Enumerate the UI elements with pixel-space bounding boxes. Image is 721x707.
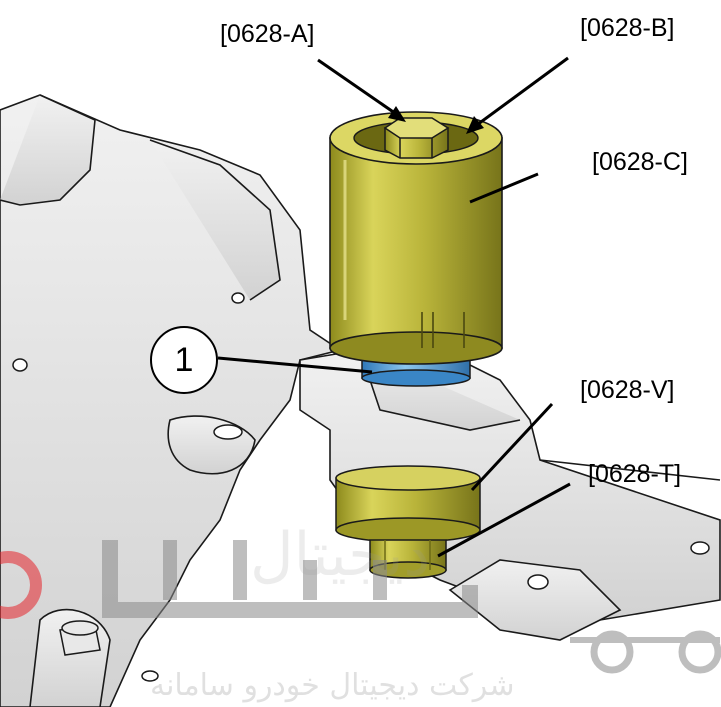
watermark-logo — [0, 540, 721, 674]
watermark-company-text: شرکت دیجیتال خودرو سامانه — [150, 668, 515, 703]
subframe-holes — [12, 292, 710, 682]
label-tool-c: [0628-C] — [592, 148, 688, 176]
label-tool-a: [0628-A] — [220, 20, 315, 48]
leader-arrowheads — [388, 106, 484, 134]
label-tool-v: [0628-V] — [580, 376, 675, 404]
label-tool-t: [0628-T] — [588, 460, 682, 488]
subframe — [0, 94, 721, 707]
tool-c-cylinder — [329, 111, 503, 365]
label-tool-b: [0628-B] — [580, 14, 675, 42]
watermark-brand-text: دیجیتال — [250, 520, 431, 590]
bolt-lower-left — [59, 620, 101, 656]
callout-item-1: 1 — [150, 326, 218, 394]
tool-a-hex — [383, 117, 450, 159]
leader-lines — [217, 56, 571, 558]
tool-v-body — [335, 465, 481, 543]
